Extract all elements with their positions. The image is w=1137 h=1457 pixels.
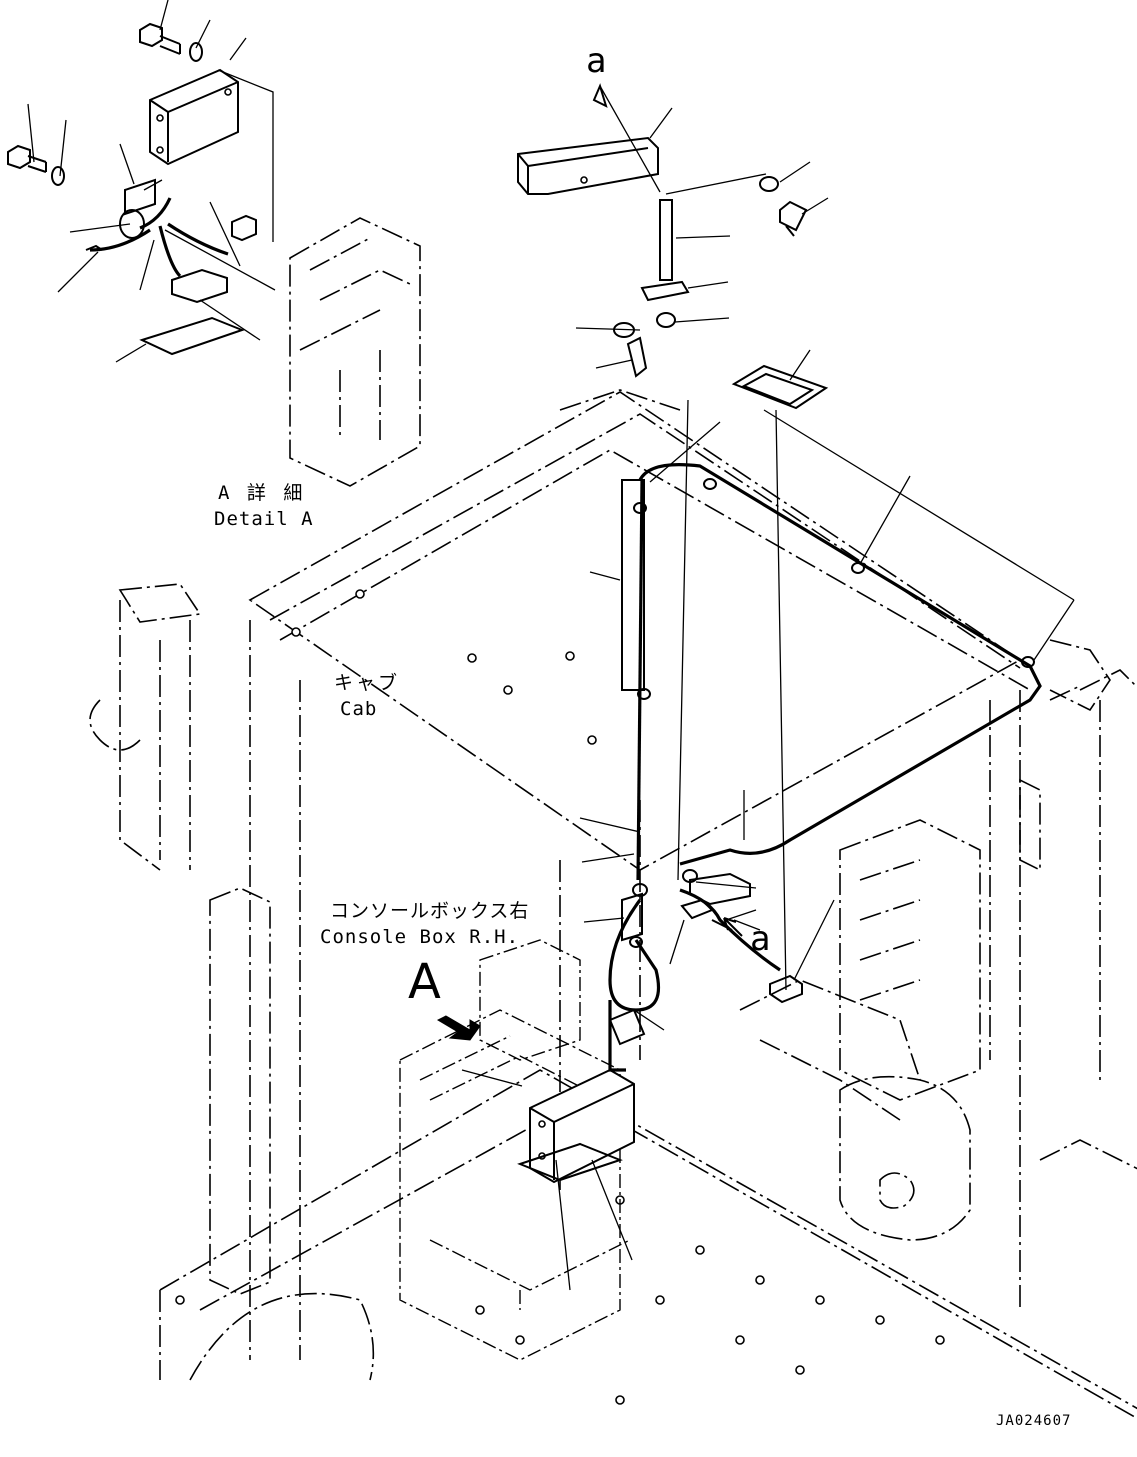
tag-icon: [608, 1008, 646, 1046]
detail-a-arrow-icon: [436, 1015, 481, 1041]
console-bracket-outline: [289, 217, 421, 487]
console-label-en: Console Box R.H.: [320, 926, 520, 948]
label-plate-icon: [517, 1142, 623, 1182]
antenna-base-icon: [640, 280, 690, 302]
bolt-icon: [7, 144, 47, 173]
leader-lines: [461, 399, 1075, 1291]
console-box-rh: [399, 939, 635, 1361]
console-label-jp: コンソールボックス右: [330, 900, 530, 922]
washer-icon: [759, 176, 779, 192]
detail-title-jp: A 詳 細: [218, 482, 306, 504]
detail-title-en: Detail A: [214, 508, 314, 530]
antenna-assembly: [517, 83, 829, 410]
connector-icon: [689, 872, 751, 906]
bracket-icon: [621, 892, 643, 942]
detail-marker: A: [408, 954, 441, 1010]
cab-label-en: Cab: [340, 698, 378, 720]
clamp-icon: [629, 936, 643, 948]
bolt-icon: [139, 22, 181, 55]
clamp-icon: [637, 688, 651, 700]
cab-frame: [89, 389, 1137, 1420]
sub-harness-icon: [85, 178, 257, 304]
washer-icon: [656, 312, 676, 328]
bolt-icon: [779, 200, 808, 237]
cover-plate-icon: [731, 364, 829, 410]
detail-a-assembly: [7, 0, 421, 487]
label-plate-icon: [139, 316, 245, 356]
controller-unit-icon: [529, 1068, 635, 1184]
clamp-icon: [633, 502, 647, 514]
clamp-icon: [851, 562, 865, 574]
antenna-rod-icon: [659, 199, 673, 281]
drawing-code: JA024607: [996, 1413, 1072, 1429]
clamp-icon: [632, 883, 648, 897]
clamp-icon: [1021, 656, 1035, 668]
bolt-icon: [626, 336, 648, 378]
antenna-cable: [608, 463, 1042, 1072]
connector-icon: [769, 974, 803, 1004]
cab-label-jp: キャブ: [334, 672, 401, 694]
washer-icon: [51, 166, 65, 186]
view-reference-bottom: a: [750, 919, 771, 959]
view-arrow-icon: [723, 917, 743, 937]
washer-icon: [189, 42, 203, 62]
connector-icon: [680, 898, 733, 931]
view-reference-top: a: [586, 41, 607, 81]
clamp-icon: [703, 478, 717, 490]
controller-unit-icon: [149, 68, 239, 166]
